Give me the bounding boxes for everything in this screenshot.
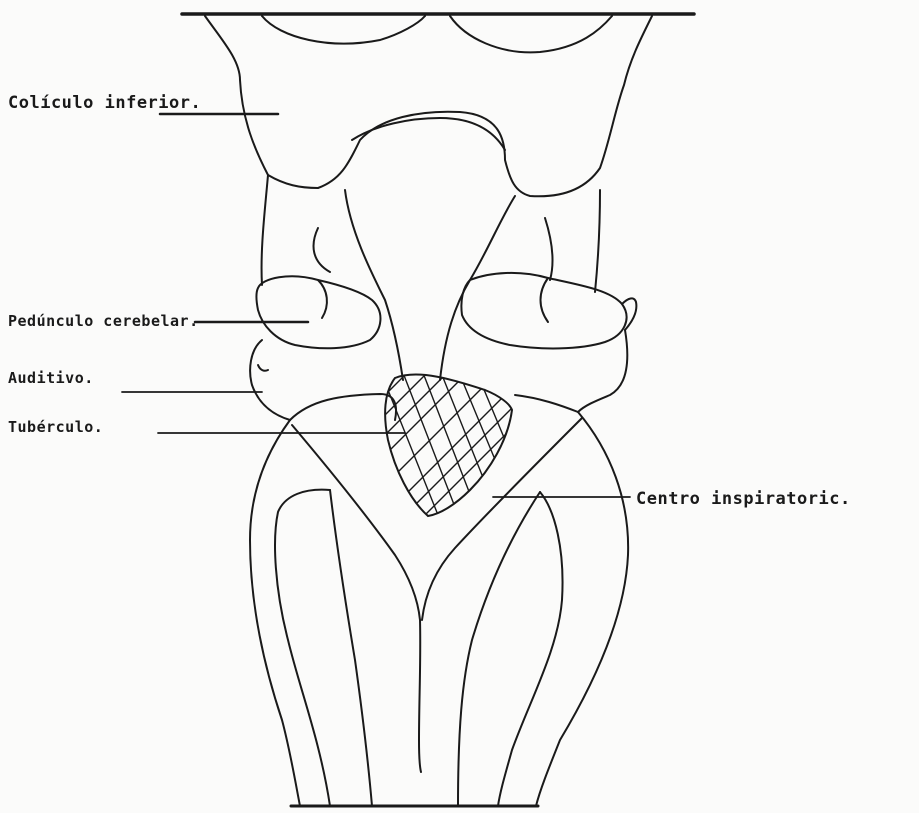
auditory-tick — [258, 365, 268, 371]
left-gracile-column — [275, 490, 330, 806]
median-sulcus — [419, 620, 421, 772]
left-brachium — [262, 175, 268, 285]
right-small-curve — [545, 218, 552, 280]
midbrain-outline — [205, 16, 652, 196]
inferior-colliculus-curve — [352, 118, 505, 150]
medulla-outer-left — [250, 420, 300, 806]
medulla-outer-right — [536, 412, 628, 806]
right-peduncle-fold — [541, 278, 549, 322]
left-peduncle-fold — [318, 280, 327, 318]
ventricle-v-right — [422, 418, 582, 620]
left-peduncle-lobe — [257, 276, 381, 348]
left-cuneate-column — [330, 490, 372, 806]
right-brachium — [595, 190, 600, 292]
left-small-curve — [314, 228, 330, 272]
fourth-ventricle-left — [290, 394, 396, 420]
fourth-ventricle-right — [515, 395, 578, 412]
superior-colliculus-right — [450, 16, 612, 52]
label-coliculo-inferior: Colículo inferior. — [8, 95, 201, 112]
right-cuneate-column — [458, 492, 540, 806]
label-auditivo: Auditivo. — [8, 371, 94, 386]
right-midline-edge — [440, 196, 515, 380]
superior-colliculus-left — [262, 16, 425, 44]
label-pedunculo-cerebelar: Pedúnculo cerebelar. — [8, 314, 199, 329]
label-tuberculo: Tubérculo. — [8, 420, 103, 435]
ventricle-v-left — [292, 425, 420, 620]
auditory-tubercle-left — [250, 340, 290, 420]
left-midline-edge — [345, 190, 403, 380]
label-centro-inspiratorio: Centro inspiratoric. — [636, 491, 851, 508]
